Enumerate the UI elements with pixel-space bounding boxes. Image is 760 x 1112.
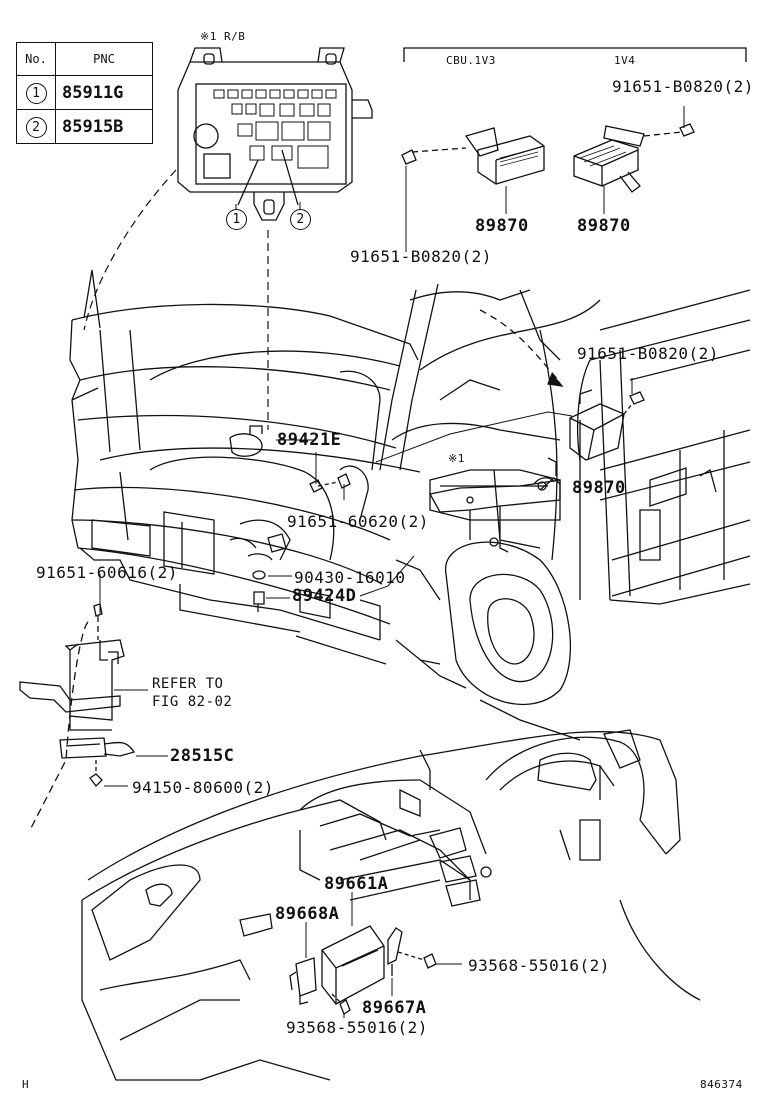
pnc-table: No. PNC 1 85911G 2 85915B bbox=[16, 42, 153, 144]
module-89870-right-illustration bbox=[573, 123, 695, 193]
part-label-91651-b0820-top-right[interactable]: 91651-B0820(2) bbox=[612, 77, 754, 96]
pnc-table-row: 2 85915B bbox=[16, 109, 153, 144]
relay-block-illustration bbox=[177, 47, 373, 221]
cbu-1v3-note: CBU.1V3 bbox=[446, 54, 496, 67]
part-label-91651-b0820-side[interactable]: 91651-B0820(2) bbox=[577, 344, 719, 363]
part-label-89870-left[interactable]: 89870 bbox=[475, 216, 529, 236]
part-label-94150-80600[interactable]: 94150-80600(2) bbox=[132, 778, 274, 797]
callout-2-label: 2 bbox=[290, 209, 311, 230]
relay-block-note: ※1 R/B bbox=[200, 30, 246, 43]
part-label-28515c[interactable]: 28515C bbox=[170, 746, 235, 766]
part-label-89870-right[interactable]: 89870 bbox=[577, 216, 631, 236]
pnc-row-no: 1 bbox=[25, 82, 47, 104]
pnc-row-no-cell: 1 bbox=[16, 75, 56, 110]
callout-2[interactable]: 2 bbox=[290, 208, 311, 230]
part-label-91651-b0820-mid[interactable]: 91651-B0820(2) bbox=[350, 247, 492, 266]
fasteners-front bbox=[247, 473, 351, 612]
part-label-89870-side[interactable]: 89870 bbox=[572, 478, 626, 498]
truck-cab-illustration bbox=[69, 269, 751, 741]
pnc-header-pnc: PNC bbox=[55, 42, 153, 76]
part-label-91651-60620[interactable]: 91651-60620(2) bbox=[287, 512, 429, 531]
part-label-89668a[interactable]: 89668A bbox=[275, 904, 340, 924]
part-label-89667a[interactable]: 89667A bbox=[362, 998, 427, 1018]
pnc-header-no: No. bbox=[16, 42, 56, 76]
pnc-row-no-cell: 2 bbox=[16, 109, 56, 144]
star1-note: ※1 bbox=[448, 452, 465, 465]
fig-reference-note[interactable]: FIG 82-02 bbox=[152, 694, 233, 710]
footer-left-code: H bbox=[22, 1078, 30, 1091]
part-label-90430-16010[interactable]: 90430-16010 bbox=[294, 568, 406, 587]
pnc-table-header: No. PNC bbox=[16, 42, 153, 76]
bracket-assembly-illustration bbox=[19, 603, 136, 831]
part-label-89421e[interactable]: 89421E bbox=[277, 430, 342, 450]
part-label-93568-55016-bottom[interactable]: 93568-55016(2) bbox=[286, 1018, 428, 1037]
part-label-93568-55016-right[interactable]: 93568-55016(2) bbox=[468, 956, 610, 975]
part-label-89661a[interactable]: 89661A bbox=[324, 874, 389, 894]
leader-lines bbox=[235, 106, 685, 252]
module-89870-left-illustration bbox=[401, 127, 545, 185]
pnc-table-row: 1 85911G bbox=[16, 75, 153, 110]
figure-number: 846374 bbox=[700, 1078, 743, 1091]
part-label-91651-60616[interactable]: 91651-60616(2) bbox=[36, 563, 178, 582]
pnc-row-no: 2 bbox=[25, 116, 47, 138]
callout-1-label: 1 bbox=[226, 209, 247, 230]
pnc-row-code[interactable]: 85915B bbox=[55, 109, 153, 144]
part-label-89424d[interactable]: 89424D bbox=[292, 586, 357, 606]
1v4-note: 1V4 bbox=[614, 54, 636, 67]
refer-to-note: REFER TO bbox=[152, 676, 224, 692]
pnc-row-code[interactable]: 85911G bbox=[55, 75, 153, 110]
dashboard-illustration bbox=[81, 729, 701, 1081]
callout-1[interactable]: 1 bbox=[226, 208, 247, 230]
